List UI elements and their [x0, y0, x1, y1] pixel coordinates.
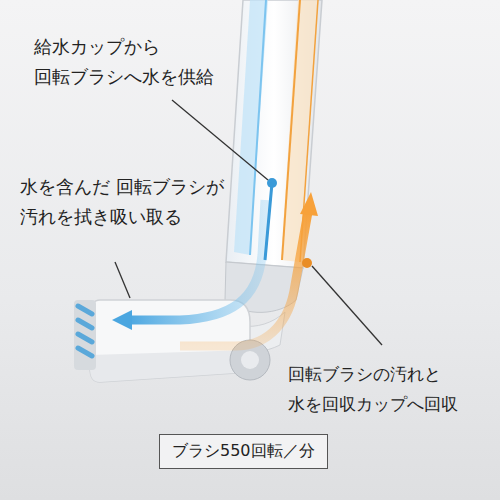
recovery-flow-arrow	[180, 192, 318, 346]
callout-text: 回転ブラシの汚れと 水を回収カップへ回収	[288, 360, 498, 420]
callout-text: 水を含んだ 回転ブラシが 汚れを拭き吸い取る	[20, 172, 240, 232]
spec-box: ブラシ550回転／分	[159, 434, 328, 469]
cleaning-head	[74, 300, 270, 382]
spec-text: ブラシ550回転／分	[172, 441, 315, 460]
callout-text: 給水カップから 回転ブラシへ水を供給	[34, 32, 334, 92]
water-flow-arrow	[112, 178, 277, 330]
